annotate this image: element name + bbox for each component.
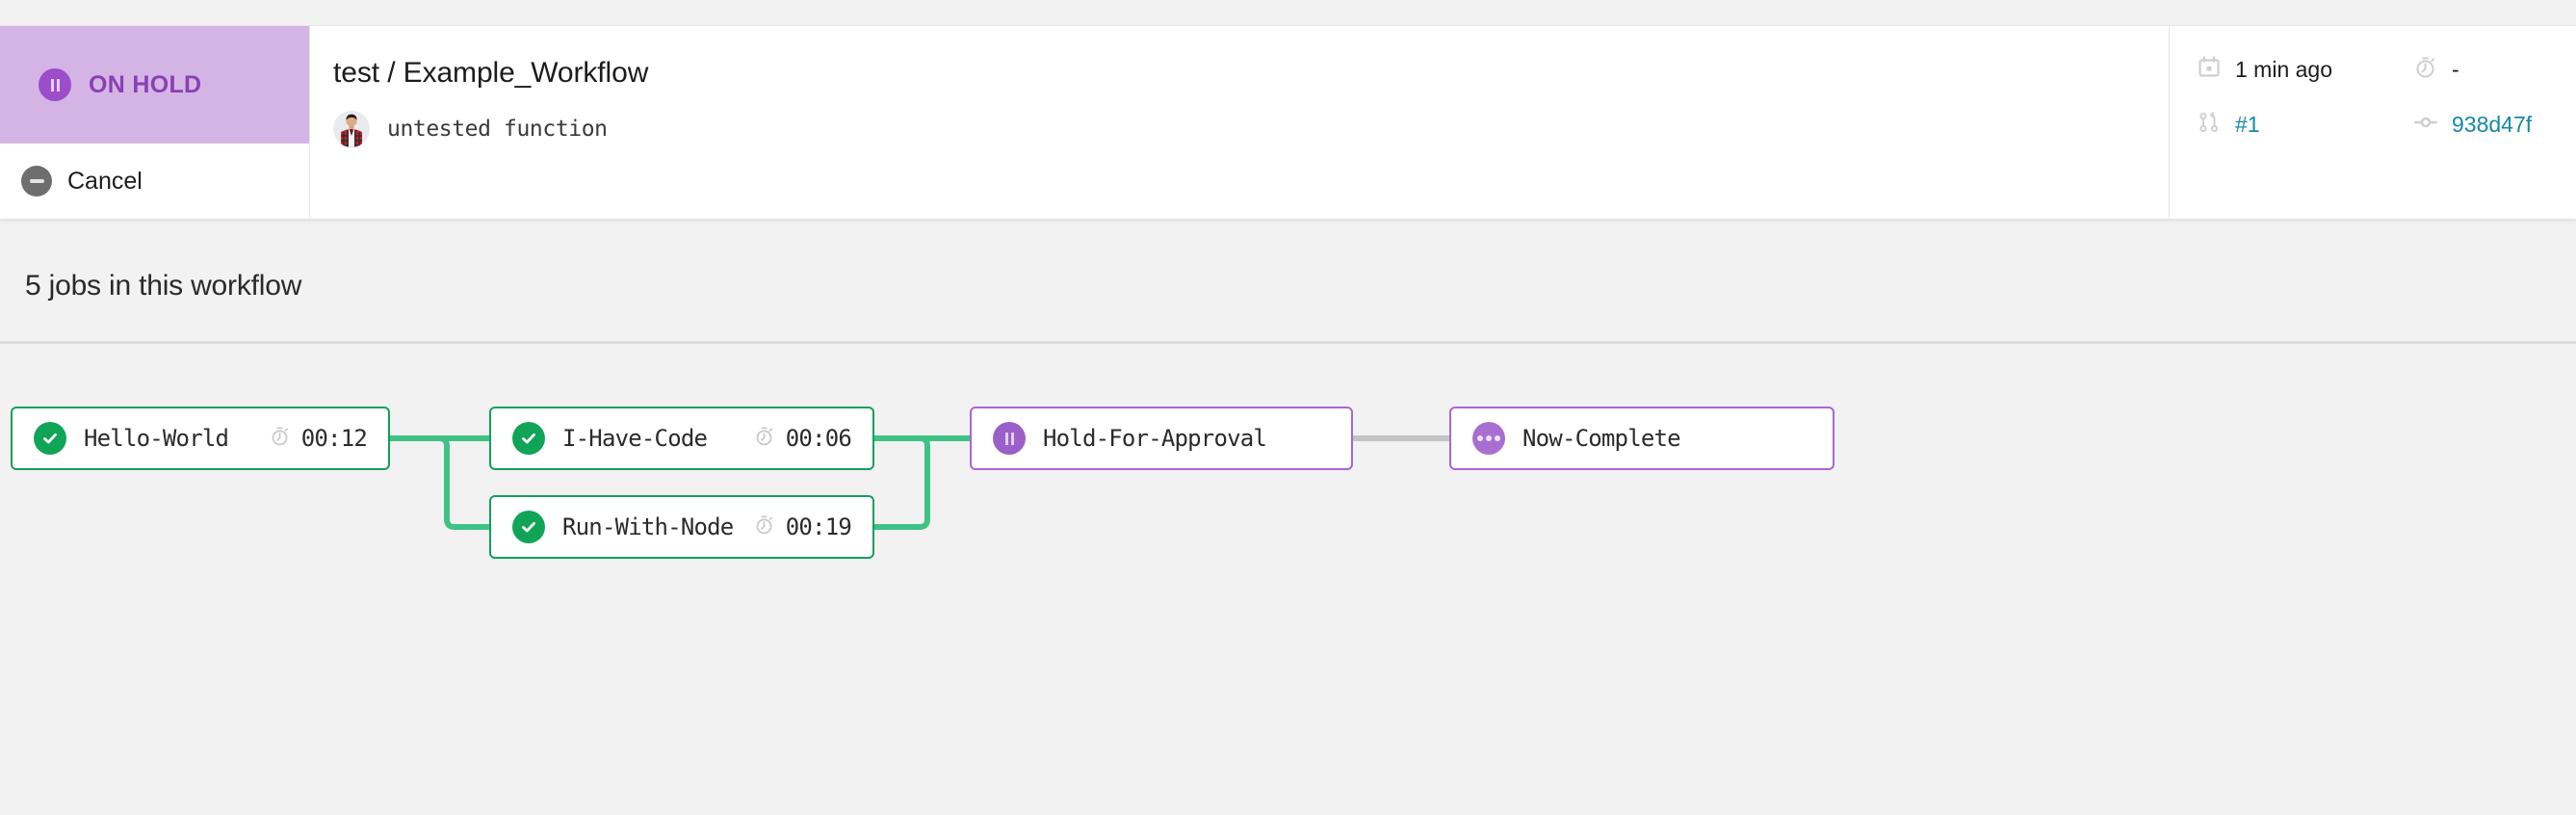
job-name: I-Have-Code (562, 425, 708, 452)
job-name: Hold-For-Approval (1043, 425, 1267, 452)
cancel-button-label: Cancel (67, 167, 143, 195)
meta-duration-value: - (2452, 57, 2459, 82)
stopwatch-icon (753, 513, 776, 541)
stopwatch-icon (269, 425, 292, 453)
job-name: Now-Complete (1522, 425, 1681, 452)
job-name: Run-With-Node (562, 513, 734, 540)
job-node-hold-for-approval[interactable]: Hold-For-Approval (970, 407, 1353, 470)
job-duration-value: 00:06 (785, 425, 852, 452)
pause-circle-icon (993, 422, 1026, 455)
meta-started-at: 1 min ago (2197, 55, 2413, 85)
job-duration: 00:06 (753, 425, 852, 453)
meta-pull-request-value[interactable]: #1 (2235, 112, 2260, 137)
author-name: untested function (387, 117, 608, 142)
job-name: Hello-World (84, 425, 229, 452)
workflow-status-column: ON HOLD Cancel (0, 26, 310, 219)
pause-icon (39, 68, 71, 101)
status-badge-label: ON HOLD (89, 70, 202, 98)
job-duration: 00:12 (269, 425, 368, 453)
check-circle-icon (34, 422, 66, 455)
calendar-icon (2197, 55, 2222, 85)
workflow-author: untested function (333, 111, 2169, 147)
job-duration-value: 00:19 (785, 513, 852, 540)
meta-commit[interactable]: 938d47f (2413, 110, 2576, 140)
job-node-now-complete[interactable]: Now-Complete (1449, 407, 1834, 470)
dots-circle-icon (1472, 422, 1505, 455)
workflow-job-graph: Hello-World 00:12 I-Have-Code (0, 366, 2576, 815)
meta-started-at-value: 1 min ago (2235, 57, 2333, 82)
check-circle-icon (512, 422, 545, 455)
meta-commit-value[interactable]: 938d47f (2452, 112, 2533, 137)
minus-circle-icon (21, 166, 52, 197)
job-node-i-have-code[interactable]: I-Have-Code 00:06 (489, 407, 874, 470)
workflow-meta-column: 1 min ago - (2169, 26, 2576, 219)
stopwatch-icon (753, 425, 776, 453)
cancel-workflow-button[interactable]: Cancel (0, 144, 309, 219)
pull-request-icon (2197, 110, 2222, 140)
avatar (333, 111, 370, 147)
job-node-hello-world[interactable]: Hello-World 00:12 (11, 407, 390, 470)
workflow-header-card: ON HOLD Cancel test / Example_Workflow (0, 25, 2576, 220)
stopwatch-icon (2413, 55, 2438, 85)
job-duration-value: 00:12 (300, 425, 368, 452)
workflow-title-column: test / Example_Workflow (310, 26, 2169, 219)
workflow-title: test / Example_Workflow (333, 57, 649, 89)
check-circle-icon (512, 511, 545, 543)
section-divider (0, 341, 2576, 344)
jobs-section-heading: 5 jobs in this workflow (25, 270, 302, 302)
meta-duration: - (2413, 55, 2576, 85)
status-badge: ON HOLD (0, 26, 309, 144)
meta-pull-request[interactable]: #1 (2197, 110, 2413, 140)
commit-icon (2413, 110, 2438, 140)
job-duration: 00:19 (753, 513, 852, 541)
job-node-run-with-node[interactable]: Run-With-Node 00:19 (489, 495, 874, 559)
